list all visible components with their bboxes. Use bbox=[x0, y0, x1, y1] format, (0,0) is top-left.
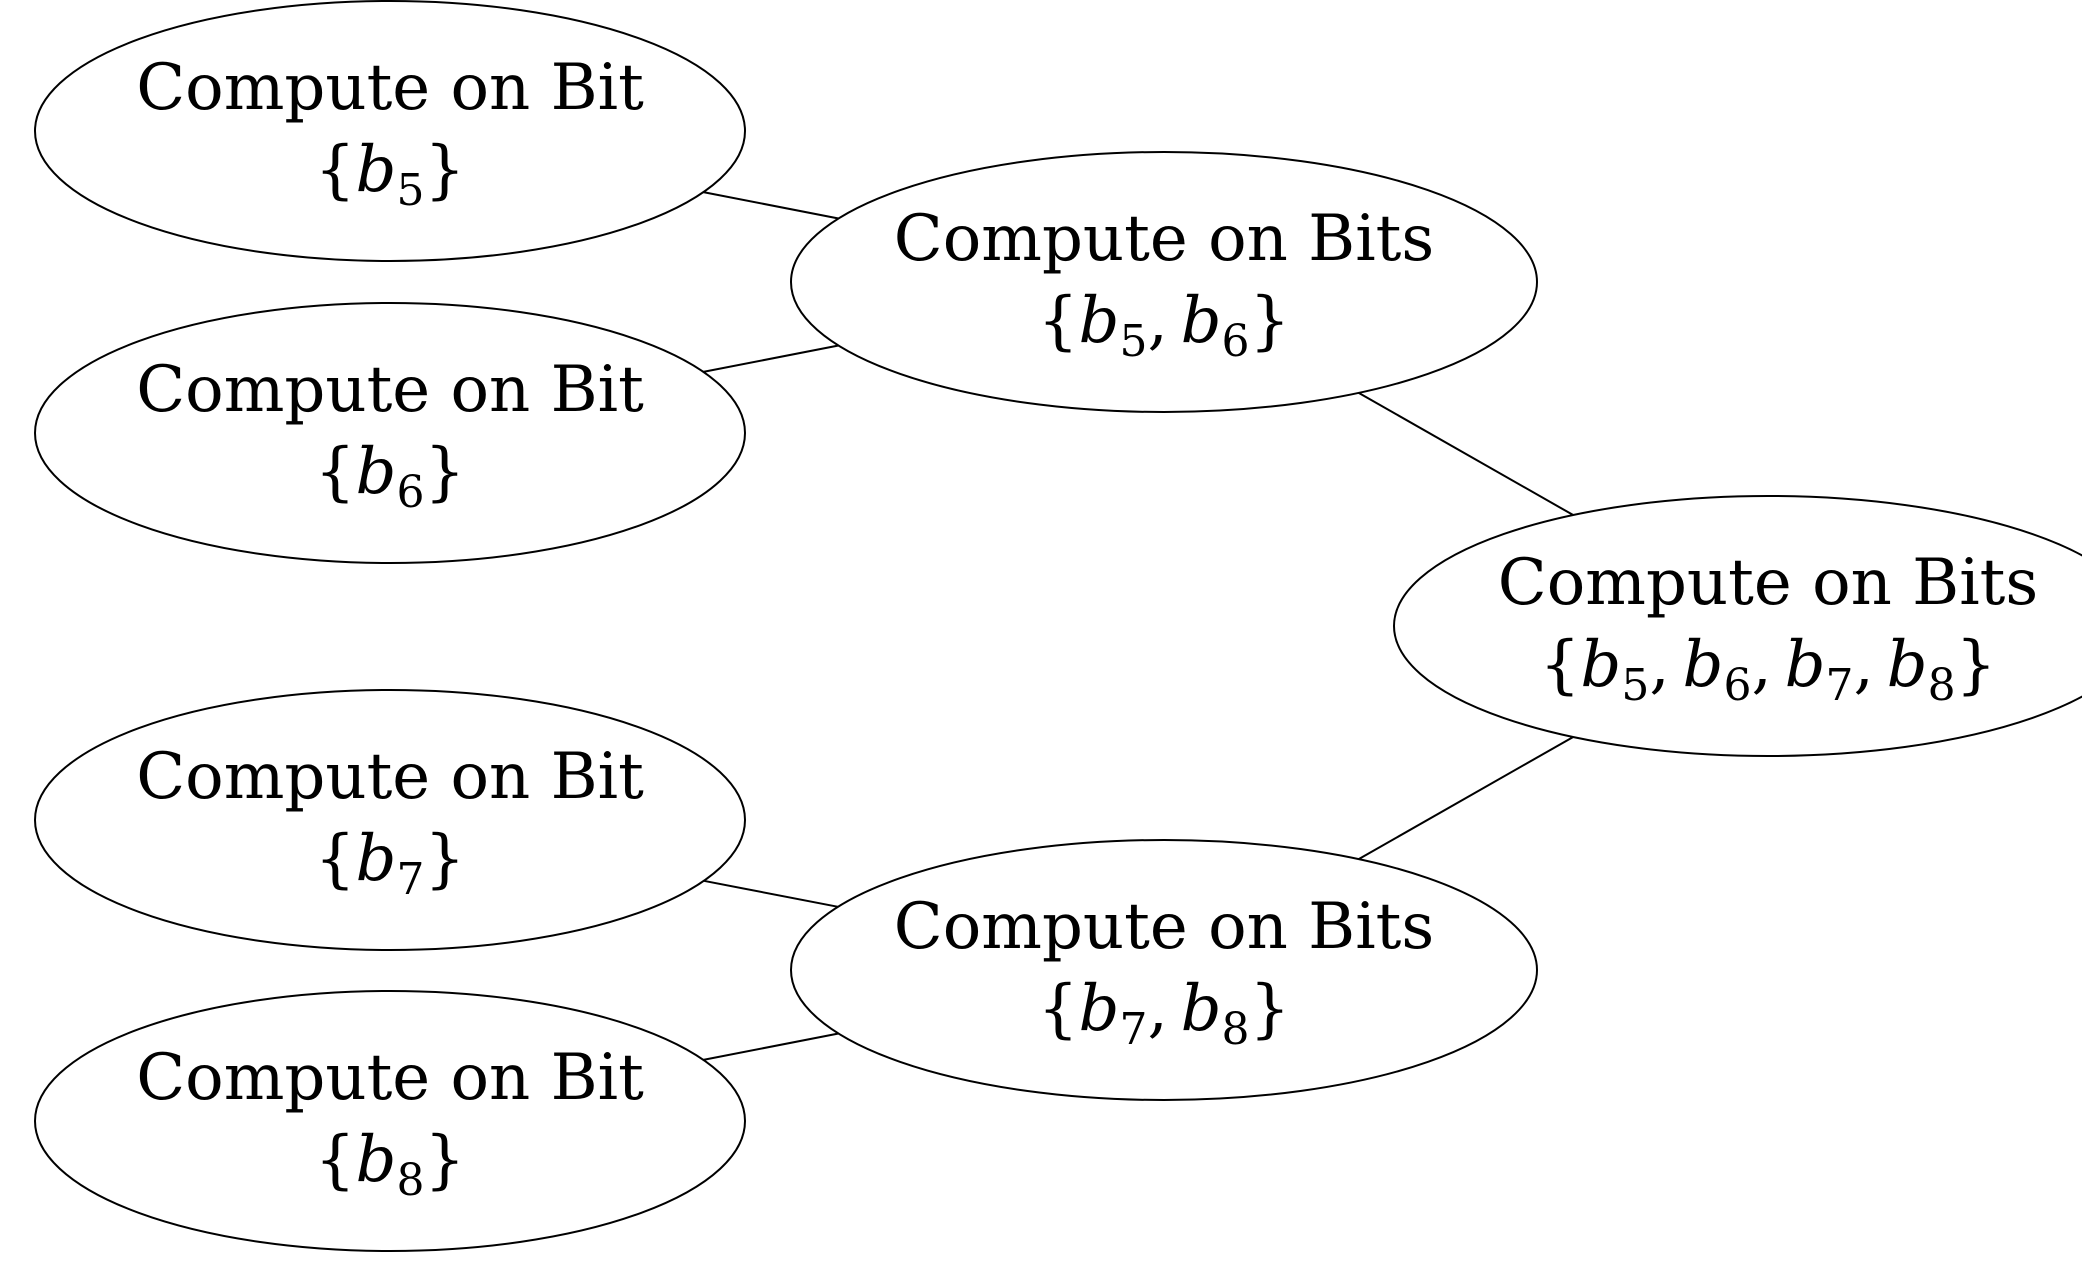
node-ellipse bbox=[34, 302, 746, 564]
bit-variable: b bbox=[1682, 628, 1723, 702]
bit-variable: b bbox=[356, 435, 397, 509]
open-brace: { bbox=[315, 822, 356, 896]
node-title: Compute on Bit bbox=[136, 51, 644, 125]
separator: , bbox=[1147, 972, 1180, 1046]
node-title: Compute on Bit bbox=[136, 740, 644, 814]
node-ellipse bbox=[1393, 495, 2082, 757]
bit-subscript: 6 bbox=[396, 467, 424, 518]
node-title: Compute on Bits bbox=[1498, 546, 2038, 620]
bit-subscript: 7 bbox=[1826, 660, 1854, 711]
bit-variable: b bbox=[356, 133, 397, 207]
edge-bit-b6-to-bits-b5-b6 bbox=[703, 344, 839, 373]
node-bit-set: {b5, b6} bbox=[1038, 284, 1291, 367]
open-brace: { bbox=[1038, 284, 1079, 358]
node-bits-b5-b6: Compute on Bits{b5, b6} bbox=[790, 151, 1538, 413]
node-title: Compute on Bit bbox=[136, 353, 644, 427]
close-brace: } bbox=[1250, 284, 1291, 358]
node-bit-b6: Compute on Bit {b6} bbox=[34, 302, 746, 564]
close-brace: } bbox=[424, 435, 465, 509]
edge-bits-b5-b6-to-bits-b5-b6-b7-b8 bbox=[1358, 392, 1574, 516]
edges bbox=[703, 191, 1574, 1061]
open-brace: { bbox=[315, 133, 356, 207]
separator: , bbox=[1751, 628, 1784, 702]
node-bit-b5: Compute on Bit {b5} bbox=[34, 0, 746, 262]
node-bits-b7-b8: Compute on Bits{b7, b8} bbox=[790, 839, 1538, 1101]
open-brace: { bbox=[1038, 972, 1079, 1046]
close-brace: } bbox=[424, 822, 465, 896]
bit-subscript: 7 bbox=[1119, 1004, 1147, 1055]
bit-subscript: 6 bbox=[1723, 660, 1751, 711]
bit-variable: b bbox=[1078, 972, 1119, 1046]
bit-variable: b bbox=[356, 1123, 397, 1197]
bit-variable: b bbox=[1181, 284, 1222, 358]
edge-bit-b7-to-bits-b7-b8 bbox=[703, 879, 839, 908]
node-bit-b8: Compute on Bit {b8} bbox=[34, 990, 746, 1252]
bit-variable: b bbox=[1887, 628, 1928, 702]
bit-subscript: 5 bbox=[1119, 316, 1147, 367]
open-brace: { bbox=[315, 435, 356, 509]
bit-subscript: 6 bbox=[1222, 316, 1250, 367]
node-bit-set: {b5, b6, b7, b8} bbox=[1540, 628, 1997, 711]
node-ellipse bbox=[790, 839, 1538, 1101]
node-bit-set: {b7} bbox=[315, 822, 465, 905]
close-brace: } bbox=[424, 133, 465, 207]
node-ellipse bbox=[34, 990, 746, 1252]
separator: , bbox=[1147, 284, 1180, 358]
node-bit-set: {b6} bbox=[315, 435, 465, 518]
node-title: Compute on Bits bbox=[894, 890, 1434, 964]
node-bit-set: {b5} bbox=[315, 133, 465, 216]
edge-bit-b5-to-bits-b5-b6 bbox=[703, 191, 839, 220]
close-brace: } bbox=[1956, 628, 1997, 702]
node-ellipse bbox=[34, 0, 746, 262]
bit-subscript: 8 bbox=[1222, 1004, 1250, 1055]
nodes: Compute on Bit{b5}Compute on Bit{b6}Comp… bbox=[34, 0, 2082, 1252]
open-brace: { bbox=[1540, 628, 1581, 702]
node-ellipse bbox=[790, 151, 1538, 413]
bit-variable: b bbox=[1785, 628, 1826, 702]
node-bit-set: {b8} bbox=[315, 1123, 465, 1206]
node-ellipse bbox=[34, 689, 746, 951]
node-bits-b5-b6-b7-b8: Compute on Bits{b5, b6, b7, b8} bbox=[1393, 495, 2082, 757]
node-title: Compute on Bits bbox=[894, 202, 1434, 276]
bit-subscript: 7 bbox=[396, 854, 424, 905]
bit-variable: b bbox=[1580, 628, 1621, 702]
open-brace: { bbox=[315, 1123, 356, 1197]
node-bit-set: {b7, b8} bbox=[1038, 972, 1291, 1055]
node-bit-b7: Compute on Bit {b7} bbox=[34, 689, 746, 951]
bit-variable: b bbox=[356, 822, 397, 896]
separator: , bbox=[1649, 628, 1682, 702]
close-brace: } bbox=[424, 1123, 465, 1197]
separator: , bbox=[1854, 628, 1887, 702]
node-title: Compute on Bit bbox=[136, 1041, 644, 1115]
edge-bits-b7-b8-to-bits-b5-b6-b7-b8 bbox=[1358, 736, 1574, 860]
bit-variable: b bbox=[1078, 284, 1119, 358]
edge-bit-b8-to-bits-b7-b8 bbox=[703, 1032, 839, 1061]
close-brace: } bbox=[1250, 972, 1291, 1046]
bit-subscript: 8 bbox=[396, 1155, 424, 1206]
bit-subscript: 5 bbox=[1621, 660, 1649, 711]
bit-subscript: 8 bbox=[1928, 660, 1956, 711]
bit-variable: b bbox=[1181, 972, 1222, 1046]
bit-subscript: 5 bbox=[396, 165, 424, 216]
